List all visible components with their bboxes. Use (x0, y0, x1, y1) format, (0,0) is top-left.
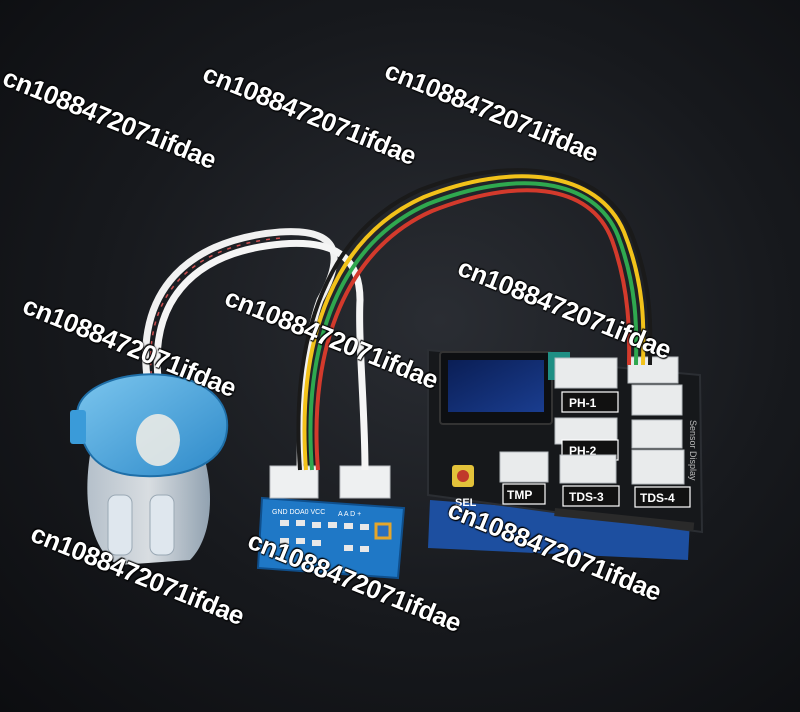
sensor-board-components (280, 520, 369, 552)
shield-port-ph1: PH-1 (554, 357, 619, 413)
turbidity-probe (70, 373, 229, 565)
sensor-board-jst-right (339, 465, 391, 499)
sensor-board-pins-right: A A D + (338, 511, 361, 518)
sensor-adapter-board (256, 496, 406, 580)
svg-text:TDS-4: TDS-4 (640, 491, 675, 505)
sensor-cable (142, 228, 338, 471)
sel-label: SEL (455, 497, 477, 509)
svg-text:TMP: TMP (507, 488, 532, 502)
four-color-cable (296, 168, 653, 471)
shield-port-ph2: PH-2 (554, 417, 619, 461)
shield-port-tmp: TMP (499, 451, 549, 505)
svg-text:PH-1: PH-1 (569, 396, 597, 410)
shield-port-tds4: TDS-4 (631, 449, 691, 508)
shield-port-right (627, 356, 683, 449)
svg-text:TDS-3: TDS-3 (569, 490, 604, 504)
sensor-board-pins: GND DOA0 VCC (272, 509, 325, 516)
sensor-board-jst-left (269, 465, 319, 499)
shield-side-text: Sensor Display (688, 420, 698, 481)
shield-port-tds3: TDS-3 (559, 454, 620, 507)
shield-header-pins (554, 508, 695, 531)
